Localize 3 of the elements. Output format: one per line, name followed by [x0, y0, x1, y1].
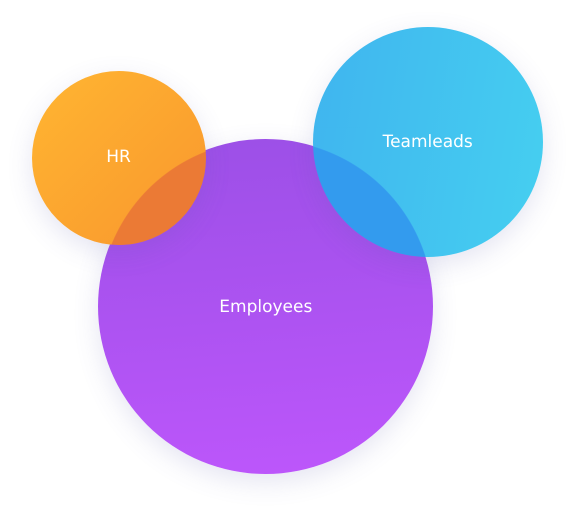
- set-label: HR: [106, 147, 131, 168]
- set-label: Employees: [219, 296, 312, 317]
- set-label: Teamleads: [382, 132, 473, 152]
